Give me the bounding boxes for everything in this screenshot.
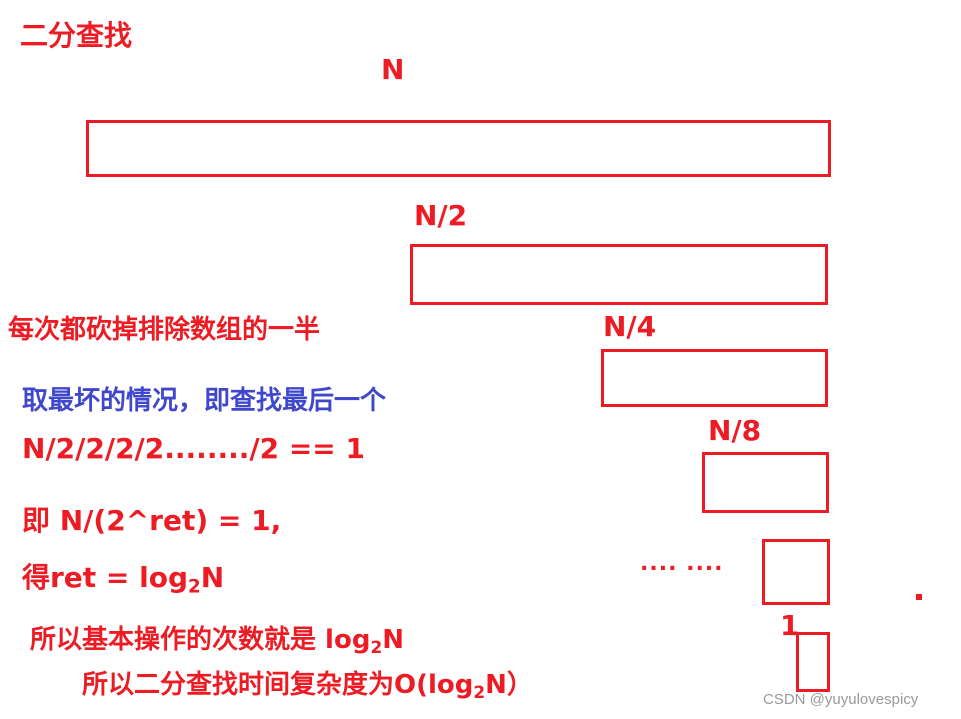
- note-division: N/2/2/2/2......../2 == 1: [22, 432, 365, 465]
- array-segment-n-8: [702, 452, 829, 513]
- array-segment-one: [796, 632, 830, 692]
- label-n-eighth: N/8: [708, 414, 762, 447]
- array-segment-n-2: [410, 244, 828, 305]
- watermark: CSDN @yuyulovespicy: [763, 691, 919, 708]
- note-complexity: 所以二分查找时间复杂度为O(log2N）: [82, 672, 533, 701]
- label-n-quarter: N/4: [603, 310, 657, 343]
- diagram-title: 二分查找: [20, 19, 133, 52]
- label-one: 1: [780, 609, 800, 642]
- ops-suffix: N: [382, 625, 404, 655]
- ops-text: 所以基本操作的次数就是 log: [30, 625, 371, 655]
- note-worst-case: 取最坏的情况，即查找最后一个: [22, 386, 387, 416]
- complexity-text: 所以二分查找时间复杂度为O(log: [82, 670, 474, 700]
- complexity-subscript: 2: [473, 682, 486, 703]
- complexity-suffix: N）: [485, 670, 533, 700]
- note-equation: 即 N/(2^ret) = 1,: [22, 504, 282, 537]
- label-n: N: [381, 53, 405, 86]
- result-text: 得ret = log: [22, 561, 189, 594]
- note-operations: 所以基本操作的次数就是 log2N: [30, 627, 404, 656]
- array-segment-n-4: [601, 349, 828, 407]
- note-halve: 每次都砍掉排除数组的一半: [8, 315, 321, 345]
- label-n-half: N/2: [414, 199, 468, 232]
- note-result: 得ret = log2N: [22, 564, 224, 597]
- ops-subscript: 2: [370, 637, 383, 658]
- result-suffix: N: [200, 561, 225, 594]
- array-segment-small: [762, 539, 830, 605]
- array-segment-n: [86, 120, 831, 177]
- ellipsis-dots: .... ....: [640, 551, 724, 576]
- stray-dot: [916, 594, 922, 600]
- result-subscript: 2: [188, 576, 201, 598]
